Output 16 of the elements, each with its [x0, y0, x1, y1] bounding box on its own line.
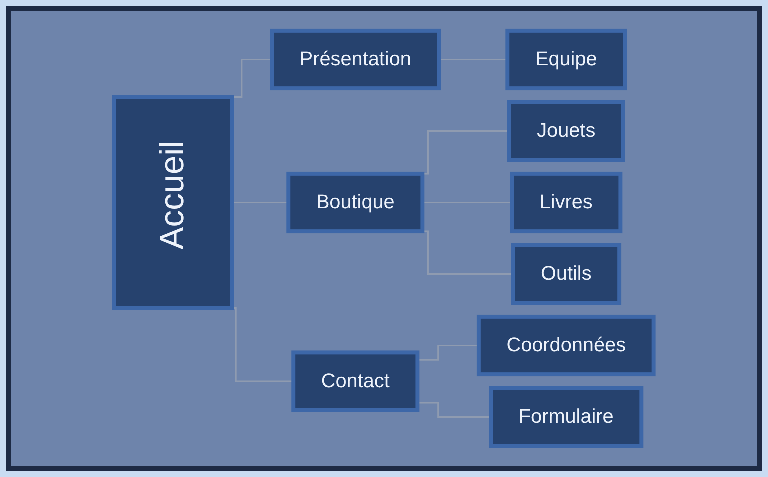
- connector: [418, 402, 492, 418]
- connector: [418, 344, 479, 361]
- node-box: Contact: [292, 350, 420, 412]
- connector: [439, 58, 508, 61]
- node-box: Présentation: [270, 28, 442, 91]
- connector: [422, 202, 512, 204]
- node-box: Formulaire: [489, 386, 644, 448]
- node-box: Accueil: [112, 95, 234, 310]
- node-box: Equipe: [506, 28, 628, 91]
- connector: [232, 202, 289, 204]
- node-box: Coordonnées: [476, 314, 656, 377]
- connector: [232, 58, 272, 98]
- node-box: Boutique: [286, 172, 425, 234]
- node-box: Livres: [510, 172, 623, 234]
- node-box: Outils: [511, 243, 622, 306]
- node-box: Jouets: [507, 100, 626, 162]
